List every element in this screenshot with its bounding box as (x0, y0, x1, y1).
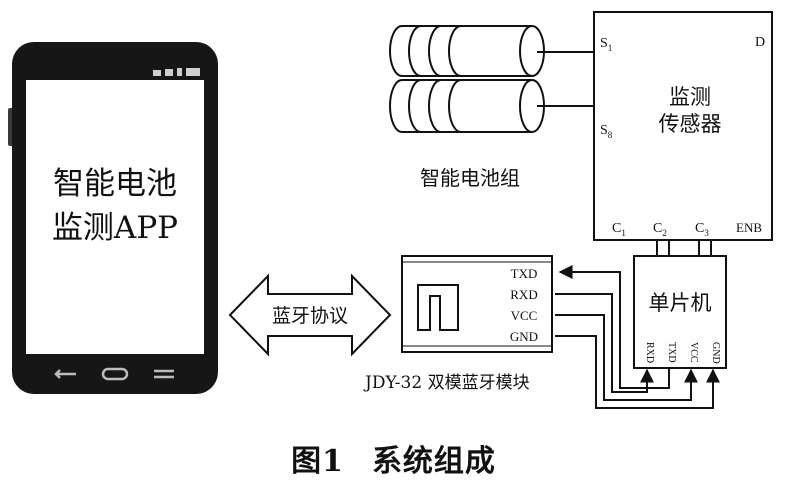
bt-pin-rxd: RXD (510, 287, 537, 302)
bt-pin-txd: TXD (511, 266, 538, 281)
bt-pin-vcc: VCC (511, 308, 538, 323)
mcu-pin-gnd: GND (710, 342, 721, 364)
back-icon (54, 369, 76, 379)
protocol-label: 蓝牙协议 (272, 305, 348, 327)
sensor-pin-c3: C3 (695, 221, 709, 238)
sensor-pin-s8: S8 (600, 123, 613, 140)
battery-pack (389, 25, 545, 133)
smartphone: 智能电池 监测APP (8, 42, 218, 394)
sensor-pin-d: D (755, 35, 765, 50)
sensor-pin-c1: C1 (612, 221, 626, 238)
figure-caption: 图1 系统组成 (0, 436, 787, 480)
battery-pack-label: 智能电池组 (420, 166, 520, 190)
bt-pin-gnd: GND (510, 329, 538, 344)
figure-title: 系统组成 (371, 444, 496, 479)
bt-mcu-wires (555, 265, 720, 409)
bluetooth-module-label: JDY-32 双模蓝牙模块 (363, 373, 530, 393)
battery-sensor-wires (537, 40, 604, 118)
phone-app-title-line1: 智能电池 (53, 166, 177, 202)
sensor-pin-s1: S1 (600, 36, 612, 53)
sensor-title-line2: 传感器 (659, 112, 722, 136)
sensor-mcu-links (656, 240, 712, 256)
monitor-sensor: 监测 传感器 S1 S8 D C1 C2 C3 ENB (593, 11, 773, 241)
mcu-pin-rxd: RXD (644, 342, 655, 363)
mcu-pin-vcc: VCC (688, 342, 699, 363)
mcu-label: 单片机 (649, 291, 712, 315)
status-bar (153, 68, 200, 76)
sensor-pin-c2: C2 (653, 221, 667, 238)
sensor-pin-enb: ENB (736, 220, 762, 235)
mcu: 单片机 RXD TXD VCC GND (633, 255, 727, 369)
bluetooth-protocol-arrow: 蓝牙协议 (228, 273, 392, 357)
phone-app-title-line2: 监测APP (52, 210, 178, 246)
recent-apps-icon (154, 369, 174, 379)
figure-number: 图1 (291, 444, 344, 479)
bluetooth-module: TXD RXD VCC GND (401, 255, 553, 353)
phone-nav-bar (54, 367, 174, 381)
sensor-title-line1: 监测 (669, 85, 711, 109)
antenna-trace-icon (417, 284, 459, 331)
home-icon (101, 367, 129, 381)
phone-screen (26, 80, 204, 354)
mcu-pin-txd: TXD (666, 342, 677, 363)
